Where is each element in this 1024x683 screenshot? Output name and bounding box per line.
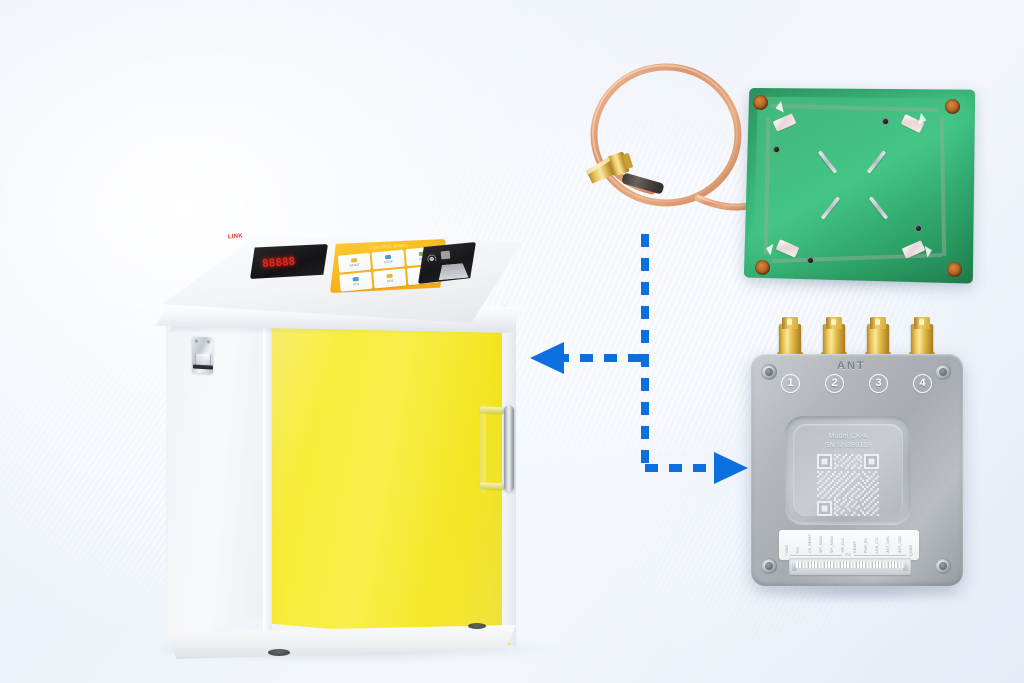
pin-scale-start: 1: [785, 553, 787, 557]
pin-scale-end: 12: [909, 553, 914, 557]
channel-badge-3: 3: [869, 374, 888, 393]
keypad-key-ch2[interactable]: CH2: [339, 271, 373, 292]
keypad-key-label: STOP: [383, 259, 393, 265]
indicator-icon-row: [425, 247, 467, 262]
pin-scale-rule: [789, 554, 843, 556]
power-icon: [440, 250, 451, 260]
sma-connector: [586, 152, 633, 184]
box-door-yellow[interactable]: [269, 287, 511, 645]
sma-barrel: [779, 324, 801, 354]
pcb-via: [807, 257, 814, 264]
pin-label: LED_CTL: [875, 537, 880, 553]
vent-grille: [437, 263, 468, 281]
pin-label-sticker: GND 5V0 CS_RESET SPI_MOSI SPI_MISO SPI_C…: [779, 530, 919, 560]
module-screw: [935, 558, 951, 574]
keypad-key-label: CH3: [386, 278, 394, 284]
module-screw: [761, 558, 777, 574]
side-latch[interactable]: [192, 336, 213, 374]
coax-cable-assembly[interactable]: [578, 58, 778, 238]
module-label-recess: Model:CK-4 SN:SN380119: [785, 416, 911, 524]
qr-code: [817, 454, 879, 516]
sma-barrel: [867, 324, 889, 354]
pcb-via: [915, 225, 922, 232]
handle-mount-plate: [480, 404, 486, 493]
pin-label: CS_RESET: [807, 534, 812, 553]
box-base-plinth: [166, 625, 516, 659]
box-foot: [268, 649, 290, 656]
fpc-latch-ear: [903, 561, 908, 571]
keypad-key-label: CH2: [352, 281, 360, 287]
module-label-surface: Model:CK-4 SN:SN380119: [793, 424, 903, 516]
sma-barrel: [911, 324, 933, 354]
latch-screw: [207, 340, 210, 344]
arrowhead-right-icon: [714, 452, 748, 484]
pin-label-row: GND 5V0 CS_RESET SPI_MOSI SPI_MISO SPI_C…: [785, 532, 913, 553]
sma-barrel: [823, 324, 845, 354]
latch-screw: [195, 339, 198, 343]
rf-antenna-module[interactable]: ANT 1 2 3 4 Model:CK-4 SN:SN380119: [745, 316, 970, 591]
fpc-connector[interactable]: [789, 558, 911, 575]
pcb-mounting-hole: [945, 99, 960, 114]
coax-cable-svg: [586, 63, 778, 211]
cable-heatshrink: [622, 173, 664, 194]
module-model-line-1: Model:CK-4: [828, 433, 868, 440]
pin-scale-rule: [853, 554, 907, 556]
pcb-via: [773, 146, 780, 153]
box-foot: [468, 623, 486, 629]
box-door-seam: [263, 288, 272, 646]
shielding-test-box[interactable]: LINK 88888 CONTROL PANEL START STOP CH1: [150, 225, 550, 659]
pcb-mounting-hole: [753, 95, 768, 110]
ant-label: ANT: [837, 360, 866, 372]
fpc-contacts: [796, 561, 904, 568]
wifi-icon: [425, 251, 438, 262]
indicator-panel[interactable]: [418, 242, 476, 284]
sma-center-pin: [787, 319, 792, 325]
pin-label: SPI_CLK: [841, 538, 846, 553]
pin-scale: 1 PIN 12: [785, 552, 913, 558]
pin-label: SPI_MISO: [830, 536, 835, 553]
module-screw: [761, 364, 777, 380]
keypad-key-label: START: [349, 262, 360, 268]
module-model-line-2: SN:SN380119: [824, 442, 872, 449]
pcb-mounting-hole: [947, 262, 962, 277]
keypad-key-stop[interactable]: STOP: [371, 249, 405, 270]
channel-badge-4: 4: [913, 374, 932, 393]
channel-badge-1: 1: [781, 374, 800, 393]
pin-label: PWR_EN: [863, 537, 868, 553]
door-handle[interactable]: [480, 402, 514, 493]
pcb-mounting-hole: [755, 260, 770, 275]
sma-center-pin: [919, 319, 924, 325]
led-display-value: 88888: [261, 254, 296, 270]
pin-label: ANT_SW2: [897, 536, 902, 553]
keypad-key-start[interactable]: START: [337, 252, 372, 273]
pcb-via: [882, 118, 889, 125]
fpc-latch-ear: [792, 561, 797, 571]
sma-center-pin: [831, 319, 836, 325]
pin-label: SPI_MOSI: [818, 536, 823, 553]
pin-scale-mid: PIN: [845, 553, 851, 557]
led-display-bezel: 88888: [250, 244, 328, 279]
antenna-test-pcb[interactable]: [743, 87, 976, 284]
channel-badge-2: 2: [825, 374, 844, 393]
keypad-key-ch3[interactable]: CH3: [373, 268, 407, 289]
module-screw: [935, 364, 951, 380]
pin-label: ANT_SW1: [886, 536, 891, 553]
box-side-panel: [166, 303, 274, 643]
handle-grip: [504, 405, 514, 492]
sma-center-pin: [875, 319, 880, 325]
